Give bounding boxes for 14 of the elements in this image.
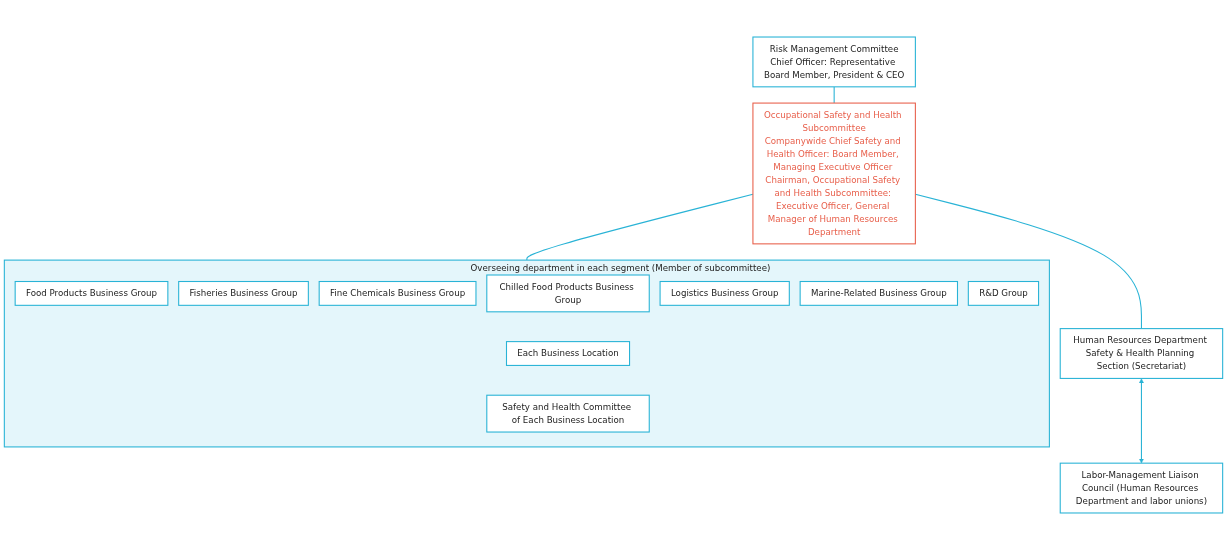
node-box: Each Business Location — [505, 341, 631, 366]
node-box: Marine-Related Business Group — [799, 280, 959, 306]
arrow — [1139, 378, 1144, 464]
node-box: Human Resources Department Safety & Health Planning Section (Secretariat) — [1059, 328, 1224, 379]
node-box: Food Products Business Group — [14, 280, 169, 306]
node-box: Occupational Safety and Health Subcommittee Companywide Chief Safety and Health Officer: Board Member, Managing Executive Officer Chairman, Occupational Safety and Health Subcommittee: Executive Officer, General Manager of Human Resources Department — [752, 102, 916, 245]
node-box: Risk Management Committee Chief Officer: Representative Board Member, President & CEO — [752, 36, 916, 88]
node-box: R&D Group — [967, 280, 1040, 306]
node-box: Logistics Business Group — [659, 280, 790, 306]
node-box: Fine Chemicals Business Group — [318, 280, 477, 306]
node-box: Safety and Health Committee of Each Business Location — [486, 394, 650, 433]
node-box: Labor-Management Liaison Council (Human Resources Department and labor unions) — [1059, 462, 1224, 514]
node-box: Chilled Food Products Business Group — [486, 274, 650, 313]
node-box: Fisheries Business Group — [178, 280, 309, 306]
